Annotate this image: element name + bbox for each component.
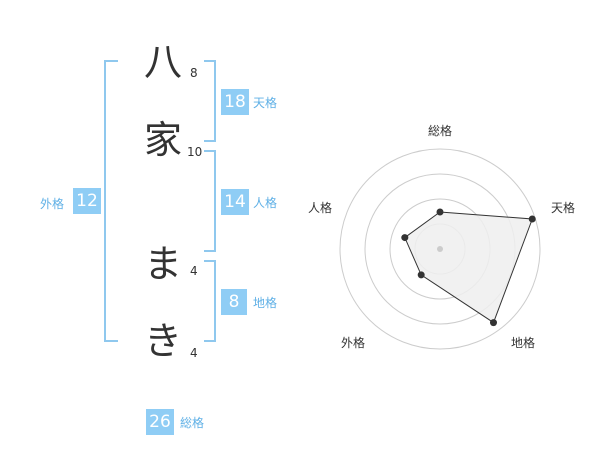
stroke-count-2: 10 [187, 145, 203, 159]
jinkaku-value: 14 [221, 189, 249, 215]
gaikaku-bracket [104, 60, 118, 342]
radar-point [528, 215, 536, 223]
radar-label-tenkaku: 天格 [551, 201, 576, 215]
radar-label-gaikaku: 外格 [341, 336, 366, 350]
tenkaku-bracket [204, 60, 216, 142]
gaikaku-label: 外格 [40, 197, 65, 211]
name-char-1: 八 [143, 40, 182, 84]
radar-point [436, 208, 444, 216]
radar-ring [339, 148, 541, 350]
radar-label-chikaku: 地格 [511, 336, 536, 350]
name-char-3: ま [143, 242, 182, 286]
chikaku-value: 8 [221, 289, 247, 315]
radar-label-jinkaku: 人格 [308, 201, 333, 215]
radar-point [417, 271, 425, 279]
radar-polygon [404, 211, 534, 324]
jinkaku-label: 人格 [253, 196, 278, 210]
stroke-count-4: 4 [190, 346, 198, 360]
soukaku-value: 26 [146, 409, 174, 435]
soukaku-label: 総格 [180, 416, 205, 430]
radar-label-soukaku: 総格 [428, 124, 453, 138]
tenkaku-label: 天格 [253, 96, 278, 110]
jinkaku-bracket [204, 150, 216, 252]
radar-point [401, 234, 409, 242]
radar-point [489, 319, 497, 327]
name-char-4: き [143, 319, 182, 363]
radar-center [437, 246, 443, 252]
name-char-2: 家 [143, 118, 182, 162]
gaikaku-value: 12 [73, 188, 101, 214]
tenkaku-value: 18 [221, 89, 249, 115]
chikaku-label: 地格 [253, 296, 278, 310]
stroke-count-3: 4 [190, 264, 198, 278]
stroke-count-1: 8 [190, 66, 198, 80]
chikaku-bracket [204, 260, 216, 342]
